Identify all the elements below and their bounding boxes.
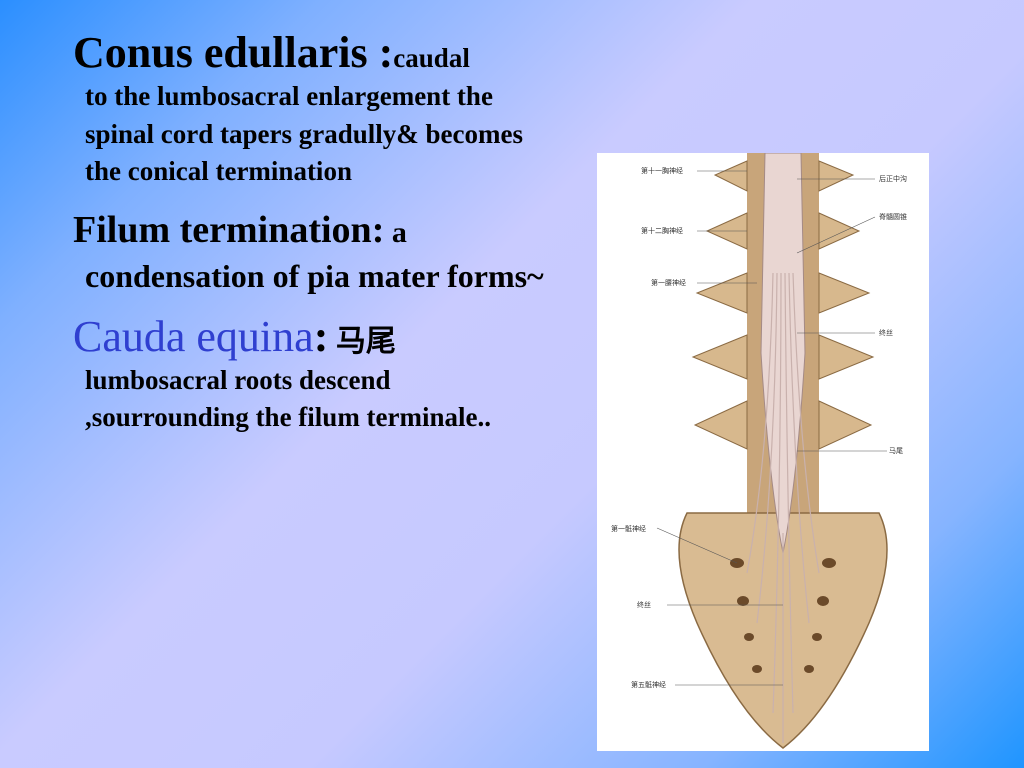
- text-column: Conus edullaris :caudal to the lumbosacr…: [73, 28, 553, 451]
- bullet-conus: Conus edullaris :caudal to the lumbosacr…: [73, 28, 553, 191]
- label-t11: 第十一胸神经: [641, 166, 683, 175]
- inline-cauda: 马尾: [328, 324, 396, 358]
- desc-conus: to the lumbosacral enlargement the spina…: [85, 81, 523, 186]
- inline-filum: a: [384, 215, 407, 249]
- label-filum-left: 终丝: [637, 600, 651, 609]
- spinal-cord-illustration: 第十一胸神经 第十二胸神经 第一腰神经 第一骶神经 终丝 第五骶神经 后正中沟 …: [597, 153, 929, 751]
- desc-filum: condensation of pia mater forms~: [85, 257, 544, 294]
- bullet-filum: Filum termination: a condensation of pia…: [73, 205, 553, 297]
- label-s5: 第五骶神经: [631, 680, 666, 689]
- label-filum-right: 终丝: [879, 328, 893, 337]
- term-cauda: Cauda equina: [73, 311, 314, 361]
- label-s1: 第一骶神经: [611, 524, 646, 533]
- label-cauda: 马尾: [889, 447, 903, 455]
- colon-cauda: :: [313, 311, 329, 361]
- bullet-cauda: Cauda equina: 马尾 lumbosacral roots desce…: [73, 311, 553, 437]
- label-conus: 脊髓圆锥: [879, 212, 907, 221]
- label-posterior-sulcus: 后正中沟: [879, 174, 907, 183]
- illustration-svg: 第十一胸神经 第十二胸神经 第一腰神经 第一骶神经 终丝 第五骶神经 后正中沟 …: [611, 153, 907, 749]
- term-conus: Conus edullaris :: [73, 28, 394, 77]
- term-filum: Filum termination:: [73, 208, 385, 251]
- desc-cauda: lumbosacral roots descend ,sourrounding …: [85, 364, 492, 433]
- label-l1: 第一腰神经: [651, 278, 686, 287]
- label-t12: 第十二胸神经: [641, 226, 683, 235]
- inline-conus: caudal: [393, 43, 470, 73]
